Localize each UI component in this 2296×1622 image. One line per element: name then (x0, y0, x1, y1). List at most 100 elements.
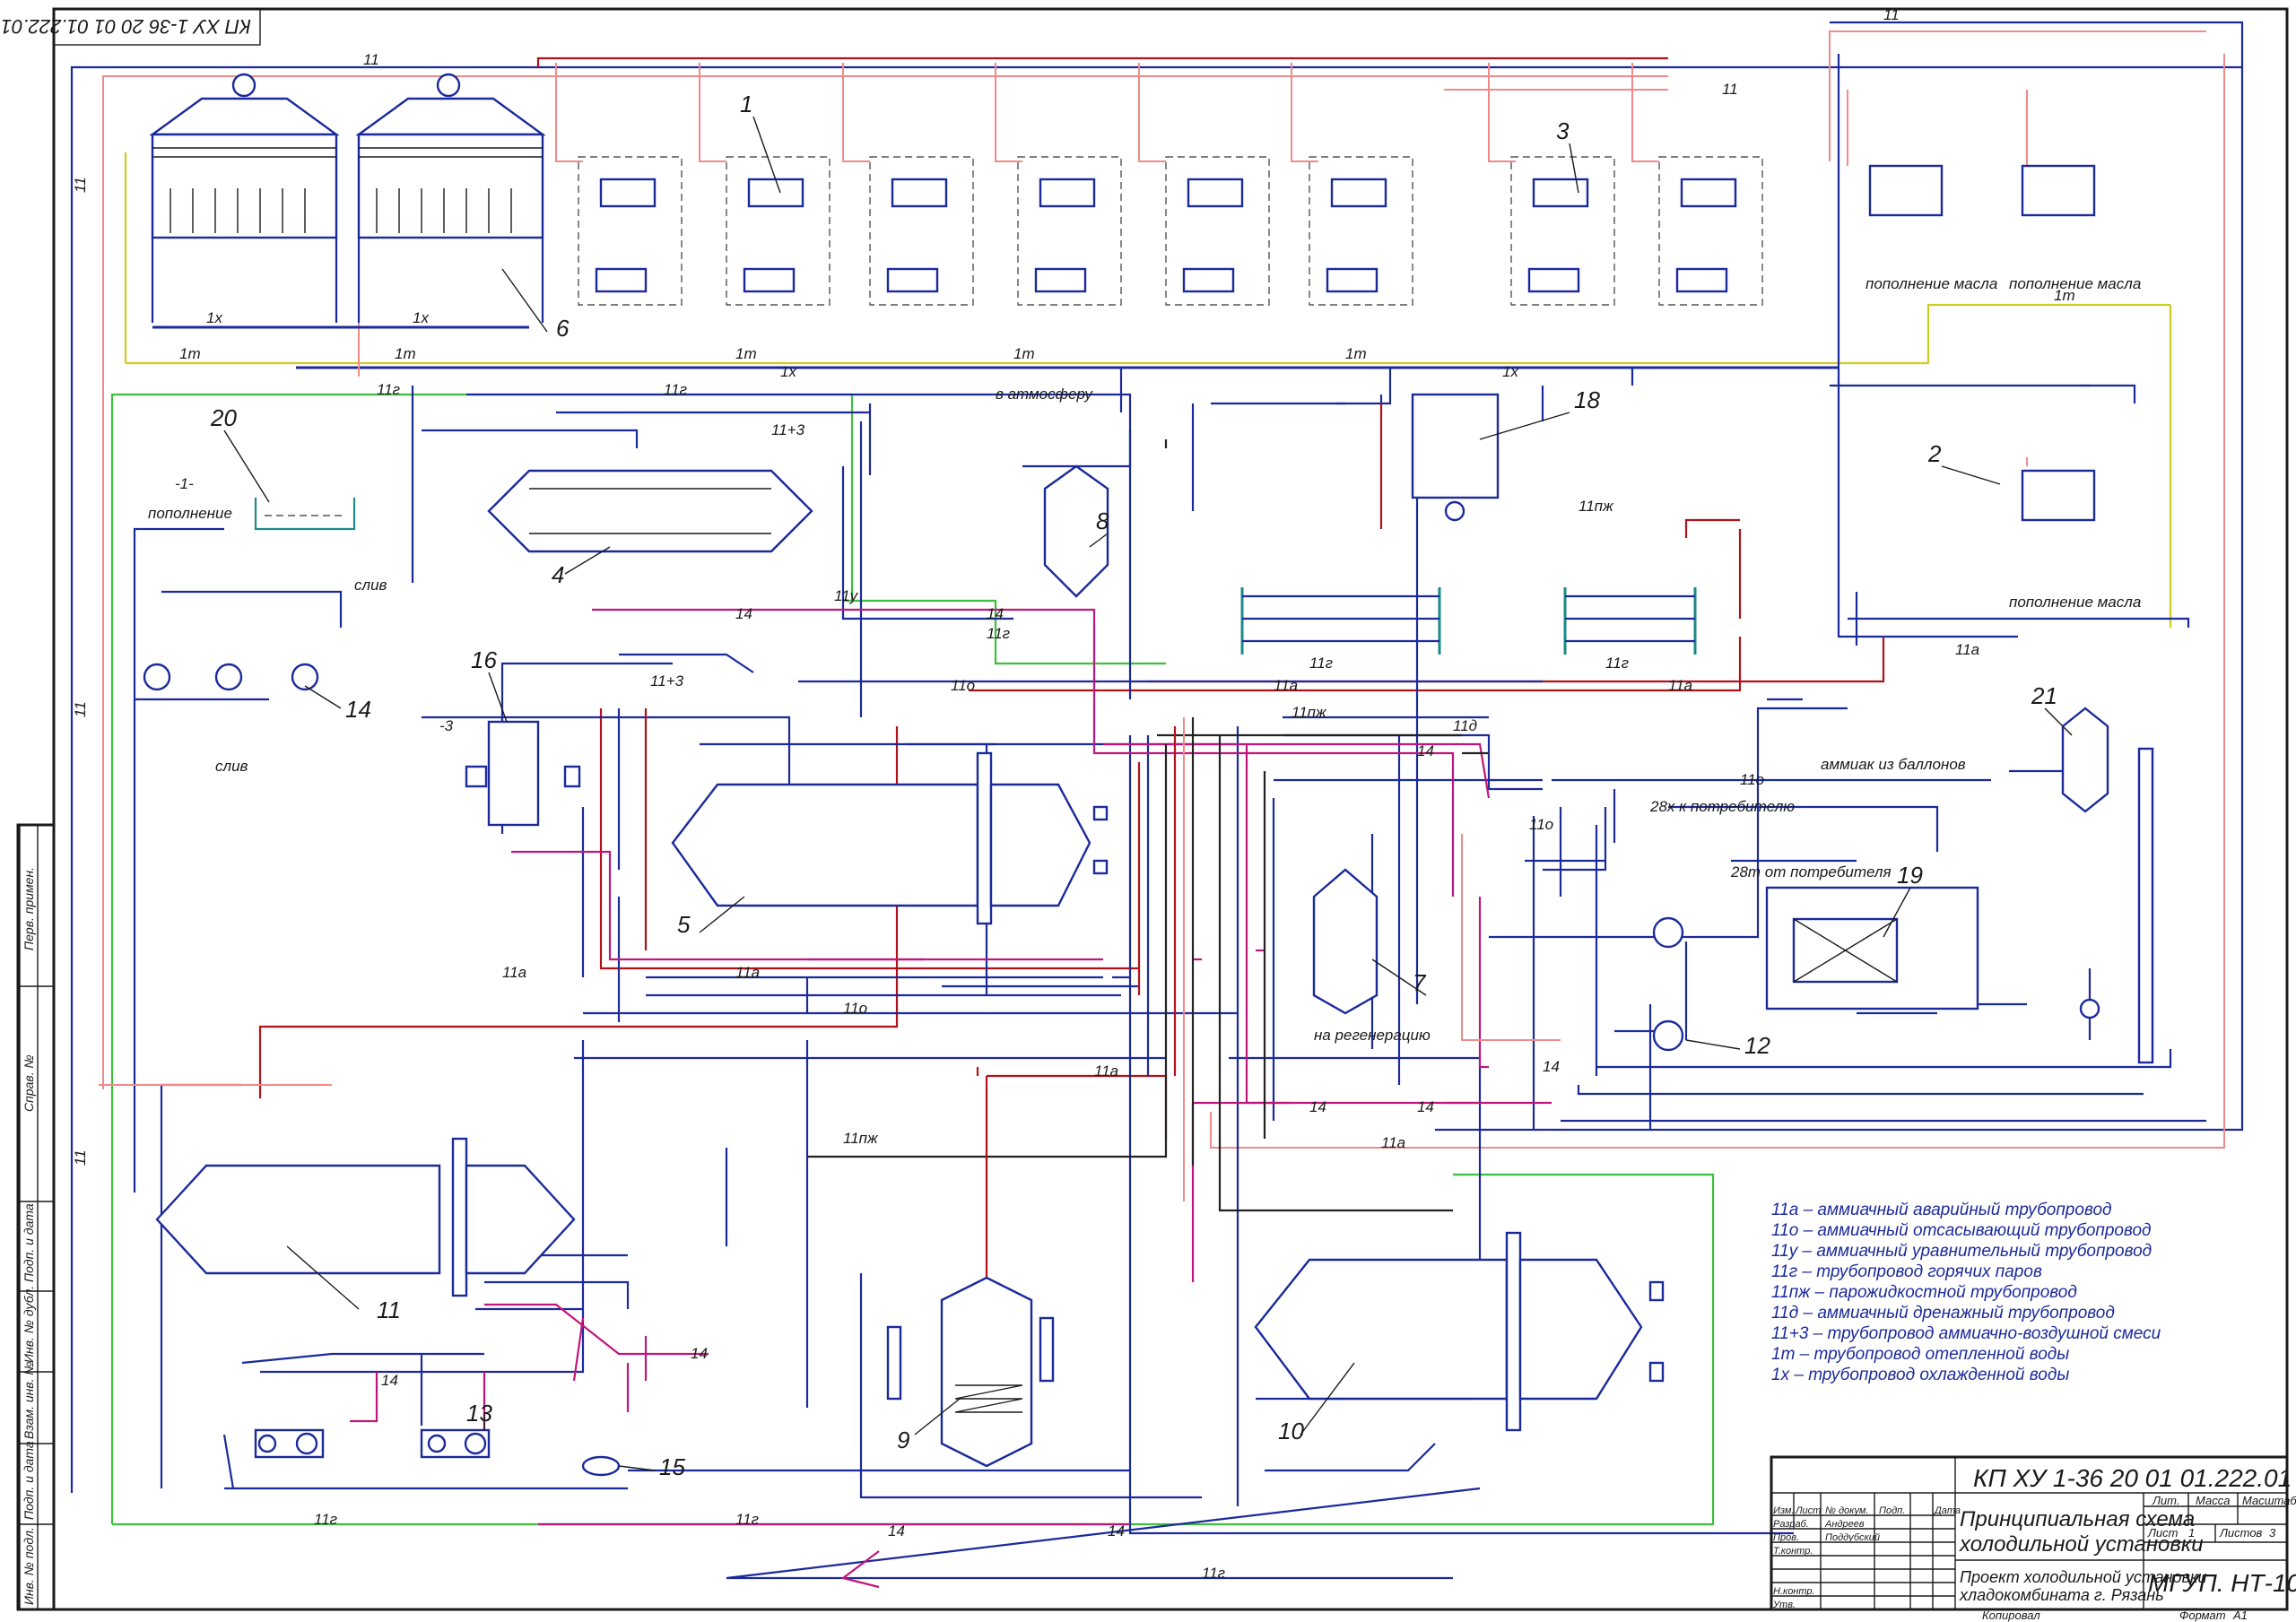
condenser-4 (487, 469, 813, 553)
pipe-label-11pzh-2: 11пж (843, 1130, 879, 1147)
pipe-label-14-8: 14 (691, 1345, 708, 1362)
side-stamp-1: Перв. примен. (22, 867, 36, 950)
pipe-label-11a-3: 11а (1955, 641, 1979, 658)
pipe-label-11-left2: 11 (72, 701, 89, 717)
title-block: КП ХУ 1-36 20 01 01.222.01 Принципиальна… (1770, 1455, 2296, 1622)
separator-8 (1043, 464, 1109, 598)
note-refill: пополнение (148, 505, 232, 522)
pipe-label-11a-4: 11а (502, 964, 526, 981)
pipe-label-11-left3: 11 (72, 1149, 89, 1166)
cooling-tower-6 (149, 73, 546, 329)
title-block-project-1: Проект холодильной установки (1960, 1568, 2206, 1586)
rotated-code: КП ХУ 1-36 20 01 01.222.01 (1, 15, 251, 38)
legend-item-7: 11+3 – трубопровод аммиачно-воздушной см… (1771, 1324, 2161, 1343)
eq-number-11: 11 (377, 1297, 401, 1323)
vessel-9 (886, 1276, 1055, 1468)
pipe-label-11g-3: 11г (987, 625, 1010, 642)
pipe-label-11g: 11г (377, 381, 400, 398)
note-drain-2: слив (215, 758, 248, 775)
pipe-label-11pzh: 11пж (1292, 704, 1327, 721)
title-block-sheets-label: Листов (2219, 1526, 2263, 1540)
pipe-label-14-2: 14 (987, 605, 1004, 622)
tb-row-0-c2: Лист (1795, 1505, 1821, 1516)
pipe-label-minus1: -1- (175, 475, 194, 492)
eq-number-20: 20 (210, 404, 237, 431)
pipe-label-11g-6: 11г (314, 1511, 337, 1528)
title-block-title-1: Принципиальная схема (1960, 1507, 2195, 1531)
note-from-consumer: 28т от потребителя (1730, 863, 1892, 880)
eq-number-19: 19 (1897, 862, 1923, 889)
pipe-label-11-topright: 11 (1883, 6, 1900, 23)
note-to-consumer: 28х к потребителю (1649, 798, 1795, 815)
title-block-org: МГУП. НТ-101 (2148, 1569, 2296, 1597)
legend-item-5: 11пж – парожидкостной трубопровод (1771, 1283, 2077, 1302)
title-block-code: КП ХУ 1-36 20 01 01.222.01 (1973, 1464, 2292, 1492)
pipe-label-11g-7: 11г (735, 1511, 759, 1528)
pipe-label-1t: 1т (179, 345, 201, 362)
pipe-label-11g-8: 11г (1202, 1565, 1225, 1582)
pipe-label-1t-3: 1т (735, 345, 757, 362)
pipe-label-11g-2: 11г (664, 381, 687, 398)
eq-number-4: 4 (552, 561, 564, 588)
eq-number-8: 8 (1096, 507, 1109, 534)
pipe-label-14-4: 14 (1417, 1098, 1434, 1115)
legend-item-4: 11г – трубопровод горячих паров (1771, 1262, 2042, 1281)
side-stamp-2: Справ. № (22, 1054, 36, 1112)
title-block-sheets-value: 3 (2269, 1526, 2276, 1540)
note-oil-3: пополнение масла (2009, 594, 2141, 611)
tb-row-2-name: Поддубский (1825, 1532, 1880, 1543)
pipe-label-11plus3: 11+3 (771, 421, 805, 438)
pipe-network (70, 21, 2244, 1589)
evaporator-19 (1765, 886, 1979, 1010)
title-block-title-2: холодильной установки (1959, 1532, 2204, 1557)
title-block-lit: Лит. (2152, 1494, 2179, 1507)
pipe-label-1t-2: 1т (395, 345, 416, 362)
pipe-label-11o: 11о (951, 677, 975, 694)
tb-row-0-c4: Подп. (1879, 1505, 1905, 1516)
compressor-units-row (578, 156, 1763, 306)
note-atmosphere: в атмосферу (996, 386, 1093, 403)
title-block-rows: Изм. Лист № докум. Подп. Дата Разраб. Ан… (1772, 1505, 1961, 1610)
side-stamp-7: Инв. № подл. (22, 1527, 36, 1605)
pipe-label-11o-2: 11о (843, 1000, 867, 1017)
title-block-copied: Копировал (1982, 1609, 2040, 1622)
note-oil-2: пополнение масла (2009, 275, 2141, 292)
tb-row-5-role: Н.контр. (1773, 1586, 1815, 1597)
eq-number-12: 12 (1744, 1032, 1770, 1059)
pipe-label-minus3: -3 (439, 717, 454, 734)
pipe-label-14-7: 14 (381, 1372, 398, 1389)
vessel-16 (465, 720, 581, 827)
pipe-label-11d: 11д (1453, 717, 1477, 734)
tb-row-1-name: Андреев (1824, 1519, 1865, 1530)
eq-number-5: 5 (677, 911, 691, 938)
side-stamp-4: Инв. № дубл. (22, 1286, 36, 1363)
manifold-right (1563, 587, 1697, 655)
pipe-label-14: 14 (735, 605, 752, 622)
tb-row-3-role: Т.контр. (1773, 1546, 1813, 1557)
pipe-label-11o-4: 11о (1529, 816, 1553, 833)
eq-number-1: 1 (740, 91, 752, 117)
notes: в атмосферу пополнение слив слив пополне… (148, 275, 2141, 1044)
pipe-label-14-3: 14 (1417, 742, 1434, 759)
eq-number-14: 14 (345, 696, 371, 723)
pipe-label-11g-4: 11г (1309, 655, 1333, 672)
pipe-label-11a-5: 11а (735, 964, 760, 981)
pipe-label-11-left: 11 (72, 177, 89, 193)
tb-row-2-role: Пров. (1773, 1532, 1799, 1543)
eq-number-18: 18 (1574, 386, 1600, 413)
title-block-project-2: хладокомбината г. Рязань (1959, 1586, 2164, 1604)
vessel-15 (581, 1455, 621, 1477)
pipe-label-11o-3: 11о (1740, 771, 1764, 788)
eq-number-6: 6 (556, 315, 570, 342)
pipe-label-14-5: 14 (1543, 1058, 1560, 1075)
pipe-label-14-9: 14 (888, 1522, 905, 1540)
eq-number-21: 21 (2031, 682, 2057, 709)
note-ammonia-cylinders: аммиак из баллонов (1821, 756, 1966, 773)
vessel-21 (2061, 707, 2154, 1064)
side-stamp-5: Взам. инв. № (22, 1361, 36, 1439)
legend-item-9: 1х – трубопровод охлажденной воды (1771, 1366, 2069, 1384)
title-block-sheet-label: Лист (2147, 1526, 2179, 1540)
tb-row-0-c5: Дата (1933, 1505, 1961, 1516)
pipe-label-11-top2: 11 (1722, 81, 1738, 98)
